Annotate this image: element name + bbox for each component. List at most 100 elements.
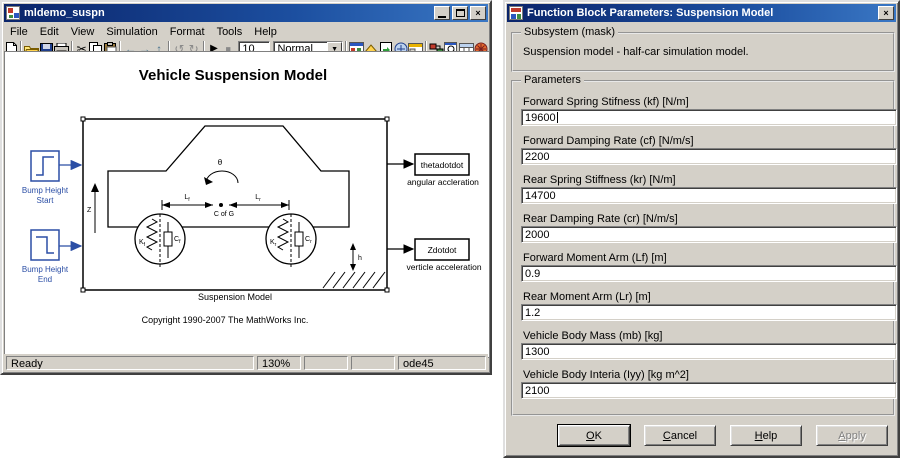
out2-name: Zdotdot — [428, 245, 457, 255]
param-input-kf[interactable]: 19600 — [521, 109, 897, 126]
menu-file[interactable]: File — [10, 25, 28, 38]
menu-help[interactable]: Help — [254, 25, 277, 38]
menu-edit[interactable]: Edit — [39, 25, 59, 38]
dialog-title: Function Block Parameters: Suspension Mo… — [527, 7, 774, 19]
rear-damper-label: Cr — [305, 236, 312, 245]
param-value-kf: 19600 — [525, 111, 556, 124]
minimize-button[interactable] — [434, 6, 450, 20]
theta-label: θ — [218, 158, 223, 167]
suspension-subsystem-block[interactable]: Kf Cf Kr Cr — [80, 116, 390, 293]
front-spring-label: Kf — [139, 239, 146, 248]
maximize-button[interactable] — [452, 6, 468, 20]
dialog-titlebar[interactable]: Function Block Parameters: Suspension Mo… — [507, 4, 896, 22]
param-label-kr: Rear Spring Stiffness (kr) [N/m] — [523, 174, 676, 186]
diagram-title: Vehicle Suspension Model — [139, 67, 327, 84]
param-label-cf: Forward Damping Rate (cf) [N/m/s] — [523, 135, 694, 147]
redo-button[interactable]: ↻ — [187, 40, 201, 58]
param-value-iyy: 2100 — [525, 384, 550, 397]
model-window: mldemo_suspn × File Edit View Simulation… — [0, 0, 492, 375]
model-canvas[interactable]: Vehicle Suspension Model — [4, 51, 490, 358]
rear-spring-label: Kr — [270, 239, 277, 248]
help-button[interactable]: Help — [730, 425, 802, 446]
close-button[interactable]: × — [470, 6, 486, 20]
param-label-lf: Forward Moment Arm (Lf) [m] — [523, 252, 667, 264]
param-label-cr: Rear Damping Rate (cr) [N/m/s] — [523, 213, 678, 225]
param-label-mb: Vehicle Body Mass (mb) [kg] — [523, 330, 663, 342]
param-input-iyy[interactable]: 2100 — [521, 382, 897, 399]
parameters-group: Parameters Forward Spring Stifness (kf) … — [511, 74, 897, 416]
cofg-label: C of G — [214, 211, 234, 218]
dialog-close-button[interactable]: × — [878, 6, 894, 20]
bump-start-label1: Bump Height — [22, 186, 69, 195]
cancel-button[interactable]: Cancel — [644, 425, 716, 446]
cut-button[interactable]: ✂ — [75, 40, 89, 58]
separator — [20, 41, 23, 57]
bump-end-label1: Bump Height — [22, 265, 69, 274]
close-icon: × — [475, 7, 481, 18]
z-label: Z — [87, 207, 92, 214]
param-value-mb: 1300 — [525, 345, 550, 358]
separator — [424, 41, 427, 57]
front-wheel: Kf Cf — [134, 213, 186, 268]
up-button[interactable]: ↑ — [152, 40, 166, 58]
menu-view[interactable]: View — [70, 25, 95, 38]
mask-group-title: Subsystem (mask) — [521, 26, 619, 38]
thetadotdot-outport-block[interactable]: thetadotdot angular accleration — [407, 153, 479, 187]
menu-format[interactable]: Format — [169, 25, 205, 38]
param-input-lr[interactable]: 1.2 — [521, 304, 897, 321]
bump-start-label2: Start — [37, 196, 55, 205]
separator — [345, 41, 348, 57]
out2-caption: verticle acceleration — [406, 262, 481, 272]
road-height: h — [322, 243, 386, 289]
lr-label: Lr — [255, 194, 261, 203]
separator — [70, 41, 73, 57]
separator — [168, 41, 171, 57]
param-input-cf[interactable]: 2200 — [521, 148, 897, 165]
apply-button[interactable]: Apply — [816, 425, 888, 446]
theta-arc — [205, 170, 239, 184]
parameters-group-title: Parameters — [521, 74, 584, 86]
copyright-text: Copyright 1990-2007 The MathWorks Inc. — [142, 315, 309, 325]
bump-end-label2: End — [38, 275, 52, 284]
status-panel4 — [351, 355, 395, 370]
stop-simulation-button[interactable]: ■ — [221, 40, 235, 58]
cut-scissors-icon: ✂ — [76, 42, 87, 56]
dialog-body: Subsystem (mask) Suspension model - half… — [507, 24, 897, 454]
block-parameters-dialog: Function Block Parameters: Suspension Mo… — [503, 0, 900, 458]
menubar: File Edit View Simulation Format Tools H… — [2, 24, 490, 39]
status-solver: ode45 — [398, 355, 486, 370]
play-icon: ▶ — [210, 43, 218, 54]
lf-label: Lf — [184, 194, 190, 203]
param-label-kf: Forward Spring Stifness (kf) [N/m] — [523, 96, 689, 108]
bump-height-end-block[interactable]: Bump Height End — [22, 229, 69, 284]
text-caret — [556, 112, 558, 123]
param-value-lr: 1.2 — [525, 306, 541, 319]
statusbar: Ready 130% ode45 — [4, 354, 488, 371]
model-diagram: Vehicle Suspension Model — [22, 67, 482, 325]
model-titlebar[interactable]: mldemo_suspn × — [4, 4, 488, 22]
dialog-buttons: OK Cancel Help Apply — [557, 424, 888, 447]
redo-icon: ↻ — [188, 42, 199, 56]
status-ready: Ready — [6, 355, 254, 370]
undo-button[interactable]: ↺ — [172, 40, 186, 58]
start-simulation-button[interactable]: ▶ — [207, 40, 221, 58]
bump-height-start-block[interactable]: Bump Height Start — [22, 150, 69, 205]
menu-simulation[interactable]: Simulation — [106, 25, 158, 38]
menu-tools[interactable]: Tools — [216, 25, 243, 38]
car-body-outline — [107, 125, 350, 228]
zdotdot-outport-block[interactable]: Zdotdot verticle acceleration — [406, 238, 482, 272]
param-label-lr: Rear Moment Arm (Lr) [m] — [523, 291, 651, 303]
subsystem-caption: Suspension Model — [198, 292, 272, 302]
stop-icon: ■ — [225, 43, 231, 54]
front-damper-label: Cf — [174, 236, 181, 245]
param-input-lf[interactable]: 0.9 — [521, 265, 897, 282]
mask-group: Subsystem (mask) Suspension model - half… — [511, 26, 895, 72]
block-dialog-icon — [509, 6, 523, 20]
param-input-mb[interactable]: 1300 — [521, 343, 897, 360]
close-icon: × — [883, 7, 889, 18]
param-input-kr[interactable]: 14700 — [521, 187, 897, 204]
ok-button[interactable]: OK — [557, 424, 631, 447]
param-value-cf: 2200 — [525, 150, 550, 163]
param-input-cr[interactable]: 2000 — [521, 226, 897, 243]
